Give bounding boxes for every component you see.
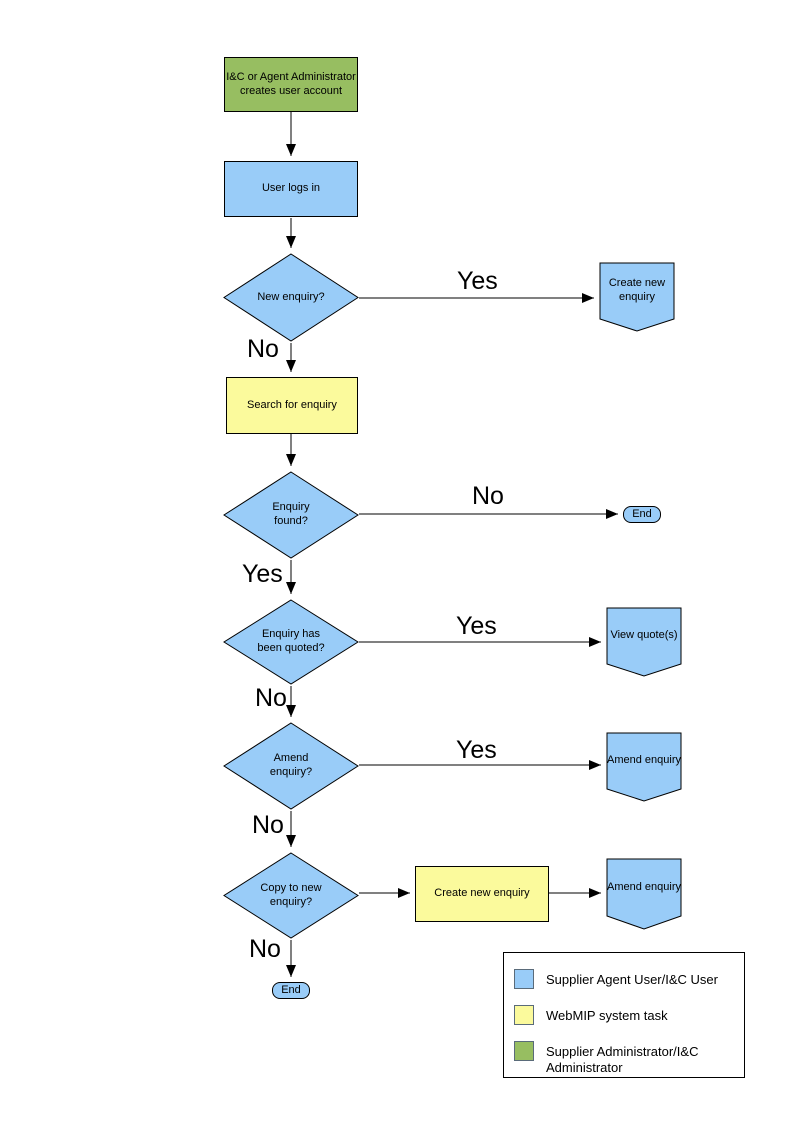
node-label: Create new enquiry [434, 887, 530, 900]
legend-item-system: WebMIP system task [514, 1005, 668, 1025]
terminator-end-1: End [623, 506, 661, 523]
diamond-shape [223, 471, 359, 559]
node-label: Amend enquiry [607, 753, 681, 766]
node-label: Enquiry has been quoted? [257, 628, 325, 654]
legend-label: Supplier Agent User/I&C User [546, 972, 718, 987]
offpage-view-quotes: View quote(s) [606, 607, 682, 677]
legend-item-admin: Supplier Administrator/I&C Administrator [514, 1041, 726, 1077]
terminator-end-2: End [272, 982, 310, 999]
node-label: New enquiry? [257, 290, 325, 303]
edge-label-yes: Yes [456, 736, 497, 764]
offpage-amend-enquiry-1: Amend enquiry [606, 732, 682, 802]
node-user-logs-in: User logs in [224, 161, 358, 217]
node-label: End [632, 507, 652, 520]
diamond-shape [223, 722, 359, 810]
legend-swatch-system [514, 1005, 534, 1025]
task-search-for-enquiry: Search for enquiry [226, 377, 358, 434]
node-admin-creates-account: I&C or Agent Administrator creates user … [224, 57, 358, 112]
decision-amend-enquiry: Amend enquiry? [223, 722, 359, 810]
edge-label-no: No [247, 335, 279, 363]
diamond-shape [223, 599, 359, 685]
legend-label: Supplier Administrator/I&C Administrator [546, 1044, 699, 1076]
node-label: End [281, 983, 301, 996]
node-label: I&C or Agent Administrator creates user … [226, 70, 356, 97]
offpage-amend-enquiry-2: Amend enquiry [606, 858, 682, 930]
offpage-connector-shape [606, 732, 682, 802]
offpage-connector-shape [606, 607, 682, 677]
edge-label-no: No [255, 684, 287, 712]
offpage-create-new-enquiry: Create new enquiry [599, 262, 675, 332]
decision-enquiry-quoted: Enquiry has been quoted? [223, 599, 359, 685]
node-label: Create new enquiry [608, 276, 666, 303]
offpage-connector-shape [606, 858, 682, 930]
node-label: Amend enquiry? [269, 752, 313, 778]
decision-enquiry-found: Enquiry found? [223, 471, 359, 559]
edge-label-no: No [252, 811, 284, 839]
legend-swatch-user [514, 969, 534, 989]
task-create-new-enquiry: Create new enquiry [415, 866, 549, 922]
legend-label: WebMIP system task [546, 1008, 668, 1023]
decision-copy-to-new-enquiry: Copy to new enquiry? [223, 852, 359, 939]
edge-label-yes: Yes [456, 612, 497, 640]
edge-label-yes: Yes [457, 267, 498, 295]
node-label: Copy to new enquiry? [260, 881, 322, 908]
legend-item-user: Supplier Agent User/I&C User [514, 969, 718, 989]
edge-label-yes: Yes [242, 560, 283, 588]
decision-new-enquiry: New enquiry? [223, 253, 359, 342]
diamond-shape [223, 852, 359, 939]
offpage-connector-shape [599, 262, 675, 332]
node-label: Search for enquiry [247, 398, 337, 411]
node-label: Enquiry found? [272, 501, 310, 527]
node-label: Amend enquiry [607, 880, 681, 893]
legend-swatch-admin [514, 1041, 534, 1061]
diamond-shape [223, 253, 359, 342]
node-label: User logs in [261, 182, 321, 195]
edge-label-no: No [249, 935, 281, 963]
legend: Supplier Agent User/I&C User WebMIP syst… [503, 952, 745, 1078]
edge-label-no: No [472, 482, 504, 510]
node-label: View quote(s) [610, 628, 678, 641]
